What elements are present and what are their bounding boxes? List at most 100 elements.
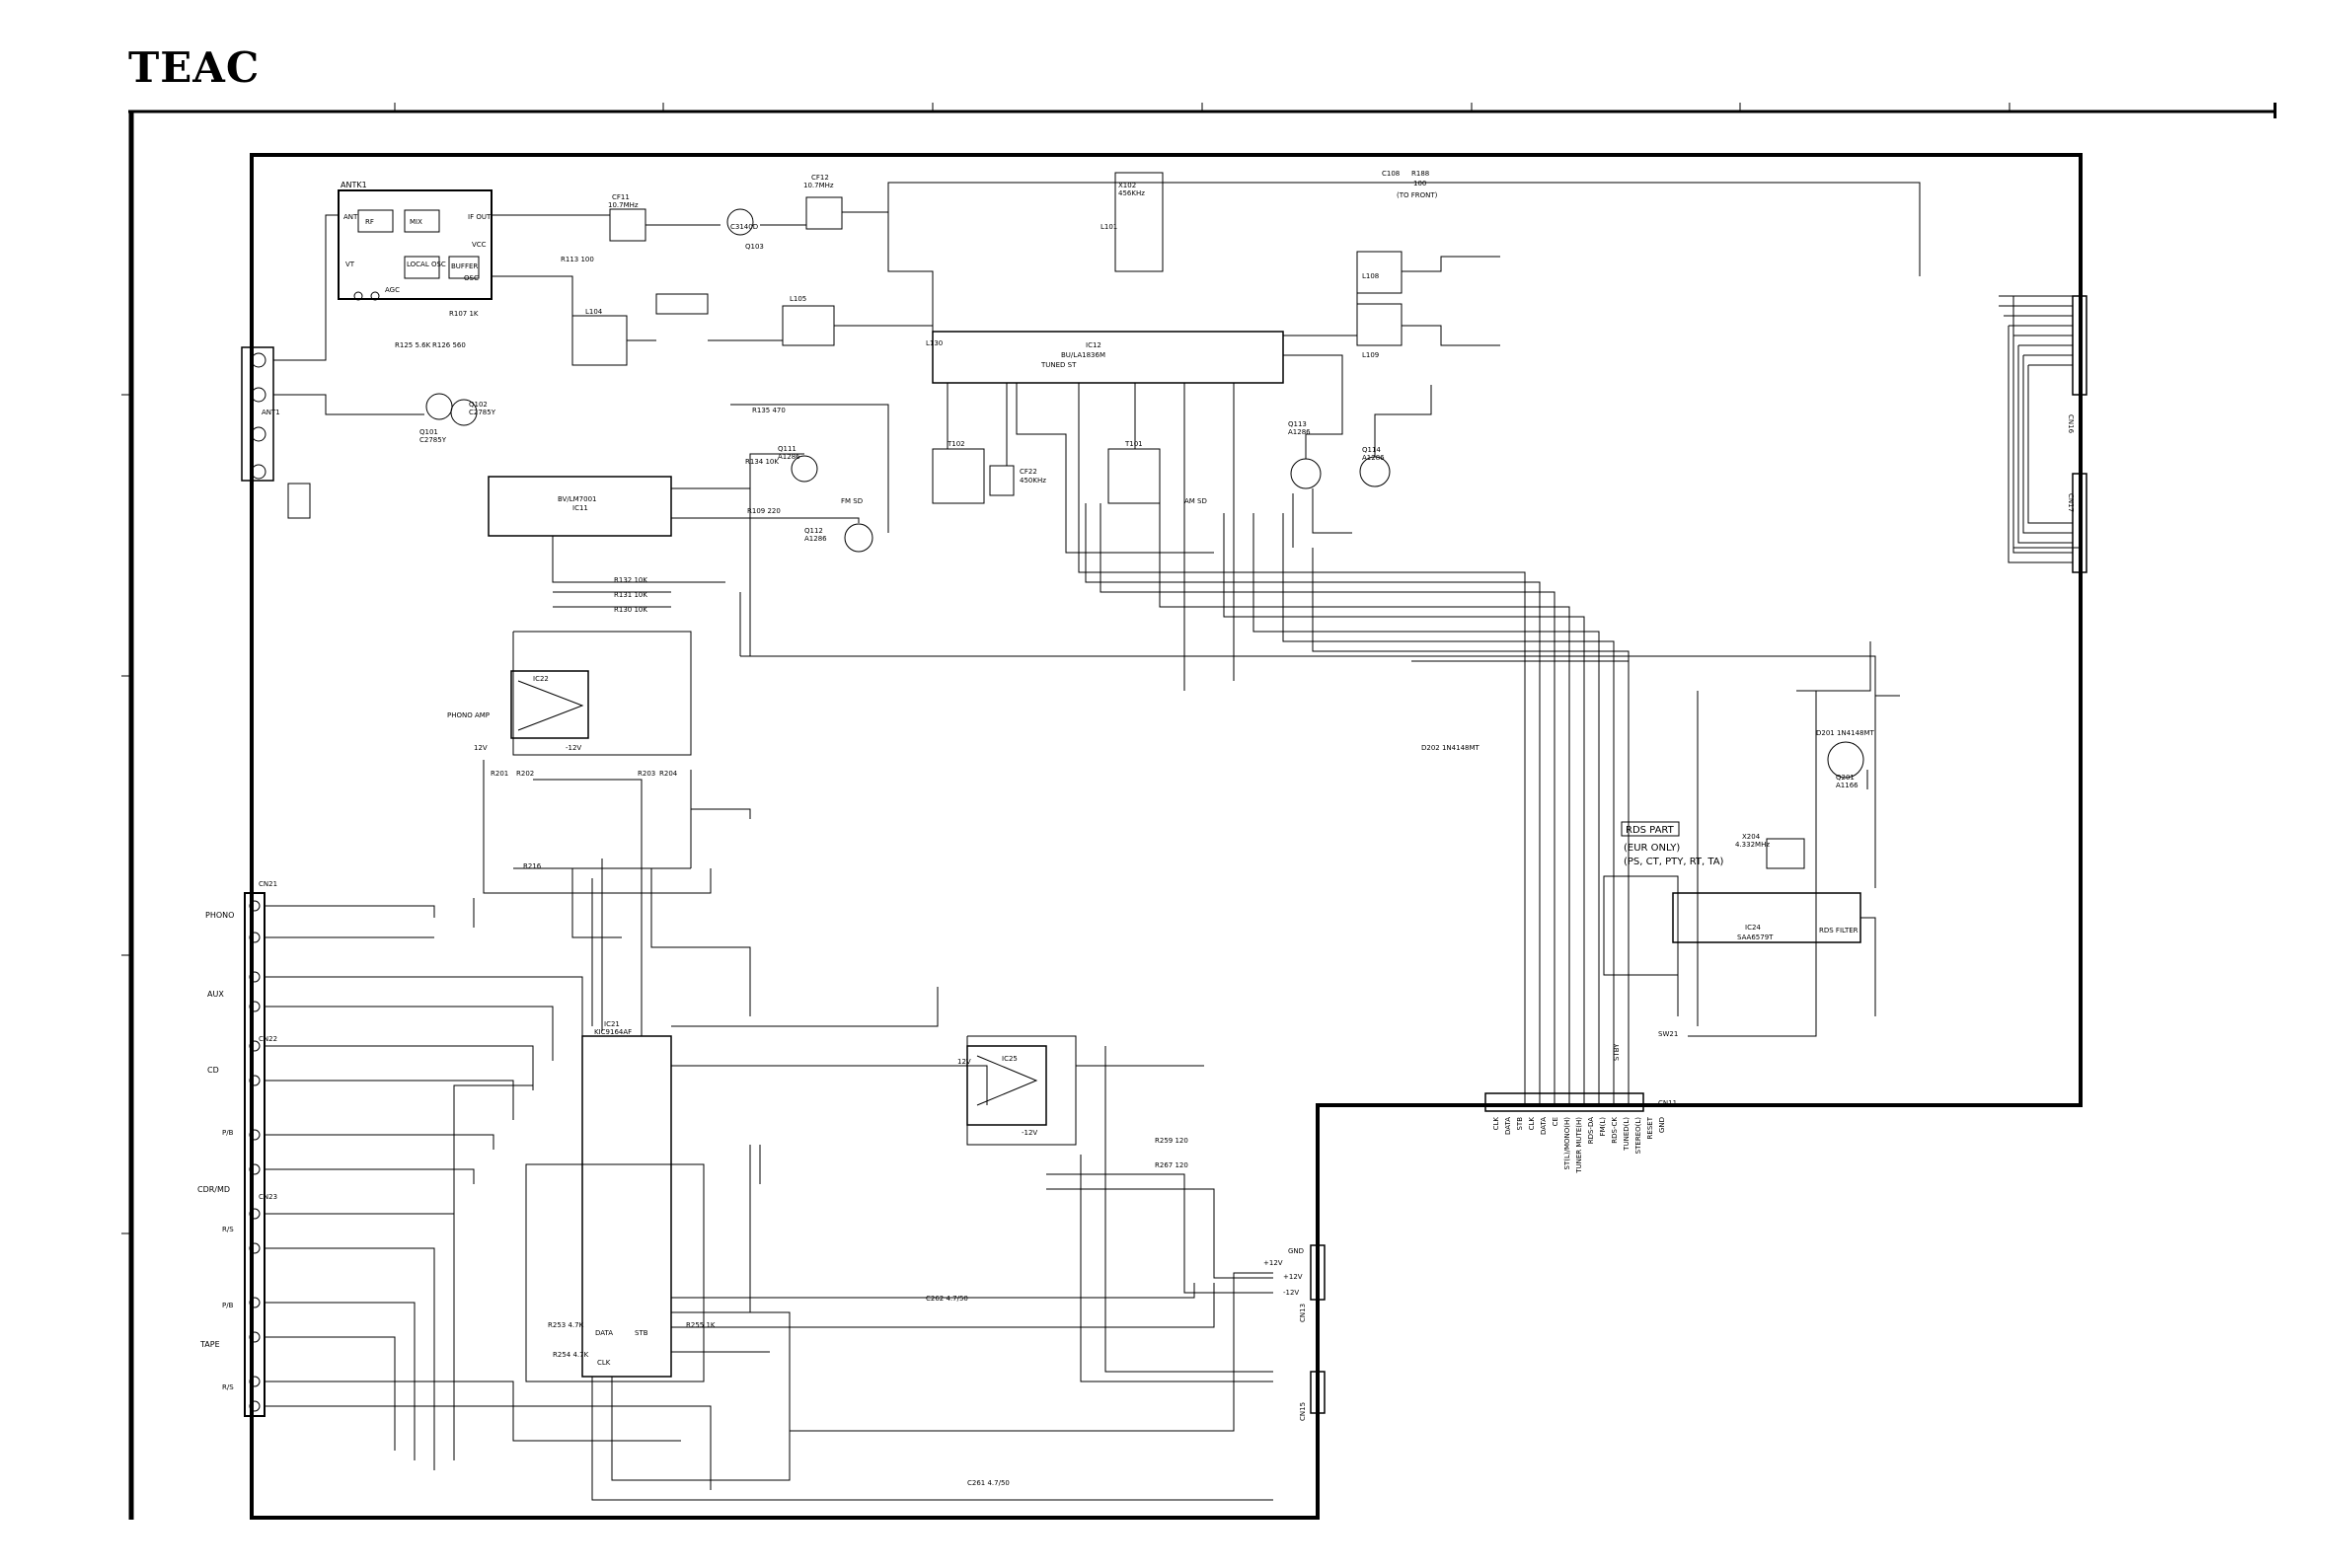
q114-ref: Q114 [1362, 446, 1381, 454]
q201-part: A1166 [1836, 782, 1859, 789]
frontend-module [338, 189, 493, 300]
frontend-title: ANTK1 [341, 181, 367, 189]
stby-label: STBY [1613, 1043, 1621, 1061]
q112-part: A1286 [804, 535, 827, 543]
frontend-pin-vcc: VCC [472, 241, 487, 249]
sig-clk-1: CLK [1492, 1117, 1500, 1131]
q102-ref: Q102 [469, 401, 488, 409]
input-aux-label: AUX [207, 990, 224, 999]
antenna-ref: ANT1 [262, 409, 280, 416]
r259-label: R259 120 [1155, 1137, 1188, 1145]
coil-l105: L105 [790, 295, 806, 303]
frontend-block-rf: RF [365, 218, 374, 226]
r125-label: R125 5.6K [395, 341, 431, 349]
sig-ce: CE [1552, 1117, 1559, 1126]
q113 [1290, 458, 1322, 489]
ic12-ref: IC12 [1086, 341, 1101, 349]
to-front-r188: R188 [1411, 170, 1429, 178]
cf22-ref: CF22 [1020, 468, 1037, 476]
cf12-filter [805, 196, 843, 230]
input-cd-label: CD [207, 1066, 219, 1075]
fm-sd-label: FM SD [841, 497, 863, 505]
q112 [844, 523, 873, 553]
ic11-ref: IC11 [572, 504, 588, 512]
frontend-block-mix: MIX [410, 218, 422, 226]
q112-ref: Q112 [804, 527, 823, 535]
r132-label: R132 10K [614, 576, 647, 584]
cf11-value: 10.7MHz [608, 201, 639, 209]
ic25-rail-pos: 12V [957, 1058, 971, 1066]
ic24-part: SAA6579T [1737, 933, 1774, 941]
sig-rds-da: RDS-DA [1587, 1117, 1595, 1144]
power-neg12v: -12V [1283, 1289, 1299, 1297]
input-cdrmd-label: CDR/MD [197, 1185, 230, 1194]
r267-label: R267 120 [1155, 1161, 1188, 1169]
selector-section [244, 859, 1273, 1501]
input-tape-label: TAPE [199, 1340, 220, 1349]
q102 [450, 399, 478, 426]
ic21-pin-data: DATA [595, 1329, 613, 1337]
x204-value: 4.332MHz [1735, 841, 1770, 849]
sig-data-2: DATA [1540, 1117, 1548, 1135]
sig-stb: STB [1516, 1117, 1524, 1131]
cn11-ref: CN11 [1658, 1099, 1677, 1107]
coil-t102: T102 [947, 440, 965, 448]
r107-label: R107 1K [449, 310, 479, 318]
q111-part: A1286 [778, 453, 800, 461]
q201-ref: Q201 [1836, 774, 1855, 782]
power-gnd: GND [1288, 1247, 1304, 1255]
frontend-block-osc: LOCAL OSC [407, 261, 446, 268]
power-12v-a: +12V [1263, 1259, 1283, 1267]
power-12v-b: +12V [1283, 1273, 1303, 1281]
phono-amp-section [473, 631, 751, 1016]
cn11-header [1484, 1092, 1644, 1112]
q113-part: A1286 [1288, 428, 1311, 436]
cn17-ref: CN17 [2067, 493, 2075, 512]
cf22-filter [989, 465, 1015, 496]
frontend-pin-ant: ANT [343, 213, 358, 221]
q114-part: A1286 [1362, 454, 1385, 462]
r134-label: R134 10K [745, 458, 779, 466]
sig-reset: RESET [1646, 1116, 1654, 1139]
sig-tuned: TUNED(L) [1623, 1117, 1631, 1152]
frontend-pin-vt: VT [345, 261, 355, 268]
to-front-value: 100 [1413, 180, 1426, 187]
ic21-pin-clk: CLK [597, 1359, 611, 1367]
r109-label: R109 220 [747, 507, 781, 515]
phono-r215: R216 [523, 862, 542, 870]
cn15-ref: CN15 [1299, 1402, 1307, 1421]
frontend-block-buffer: BUFFER [451, 262, 478, 270]
to-front-label: (TO FRONT) [1397, 191, 1438, 199]
phono-amp-label: PHONO AMP [447, 711, 490, 719]
rds-features: (PS, CT, PTY, RT, TA) [1624, 857, 1724, 867]
q103-ref: Q103 [745, 243, 764, 251]
tuner-section [241, 172, 2081, 1105]
rds-filter-label: RDS FILTER [1819, 927, 1859, 934]
ic21-part: KIC9164AF [594, 1028, 632, 1036]
ic12-part: BU/LA1836M [1061, 351, 1105, 359]
t101-coil [1107, 448, 1161, 504]
coil-l130: L130 [926, 339, 943, 347]
input-cdr-pb-label: P/B [222, 1129, 234, 1137]
sw21-ref: SW21 [1658, 1030, 1678, 1038]
cf12-ref: CF12 [811, 174, 829, 182]
coil-l101: L101 [1100, 223, 1117, 231]
output-amp-section [966, 1035, 1273, 1382]
d202-label: D202 1N4148MT [1421, 744, 1480, 752]
cn16-ref: CN16 [2067, 414, 2075, 434]
phono-r202: R202 [516, 770, 534, 778]
r113-label: R113 100 [561, 256, 594, 263]
x102-value: 456KHz [1118, 189, 1145, 197]
ic12-body [932, 331, 1284, 384]
cn21-ref: CN21 [259, 880, 277, 888]
r130-label: R130 10K [614, 606, 647, 614]
cf11-ref: CF11 [612, 193, 630, 201]
x102-ref: X102 [1118, 182, 1136, 189]
sig-clk-2: CLK [1528, 1117, 1536, 1131]
am-sd-label: AM SD [1184, 497, 1207, 505]
ic11-part: BV/LM7001 [558, 495, 597, 503]
sig-fm: FM(L) [1599, 1117, 1607, 1137]
input-jacks [244, 892, 266, 1417]
phono-r203: R203 [638, 770, 655, 778]
